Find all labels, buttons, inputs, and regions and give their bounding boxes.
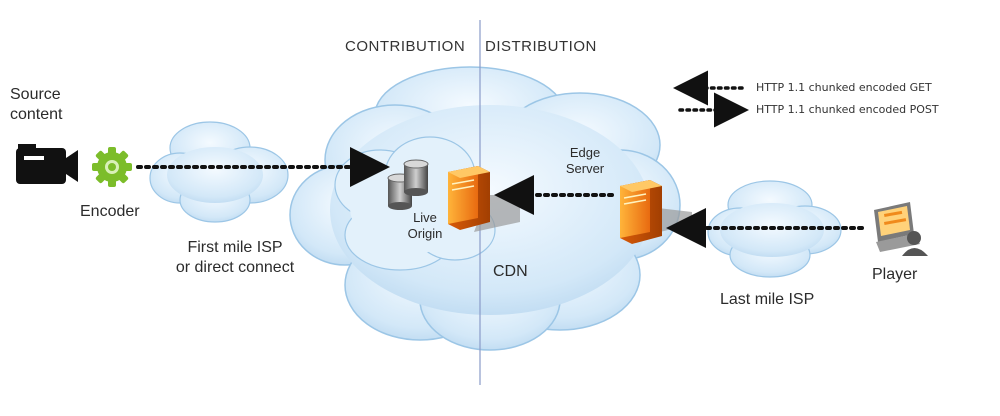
encoder-label: Encoder	[80, 203, 140, 220]
source-label-line1: Source	[10, 86, 61, 103]
edge-server-label-line2: Server	[565, 161, 605, 176]
cdn-label: CDN	[493, 263, 528, 280]
live-origin-label-line1: Live	[413, 210, 437, 225]
first-mile-label-line1: First mile ISP	[187, 239, 283, 256]
first-mile-label: First mile ISP or direct connect	[160, 238, 310, 278]
source-label-line2: content	[10, 106, 63, 123]
first-mile-cloud	[149, 121, 289, 223]
live-origin-label-line2: Origin	[407, 226, 443, 241]
first-mile-label-line2: or direct connect	[175, 259, 295, 276]
edge-server-label-line1: Edge	[569, 145, 601, 160]
source-content-label: Source content	[10, 85, 62, 125]
contribution-header: CONTRIBUTION	[345, 38, 466, 55]
computer-user-icon	[874, 202, 928, 256]
legend-post-label: HTTP 1.1 chunked encoded POST	[756, 103, 939, 116]
player-label: Player	[872, 266, 918, 283]
edge-server-label: Edge Server	[560, 145, 610, 177]
edge-server-icon	[620, 180, 692, 244]
video-camera-icon	[16, 144, 78, 184]
legend-get-label: HTTP 1.1 chunked encoded GET	[756, 81, 932, 94]
live-origin-label: Live Origin	[400, 210, 450, 242]
last-mile-label: Last mile ISP	[720, 291, 815, 308]
database-icon	[387, 159, 429, 210]
gear-icon	[92, 147, 132, 187]
distribution-header: DISTRIBUTION	[485, 38, 597, 55]
